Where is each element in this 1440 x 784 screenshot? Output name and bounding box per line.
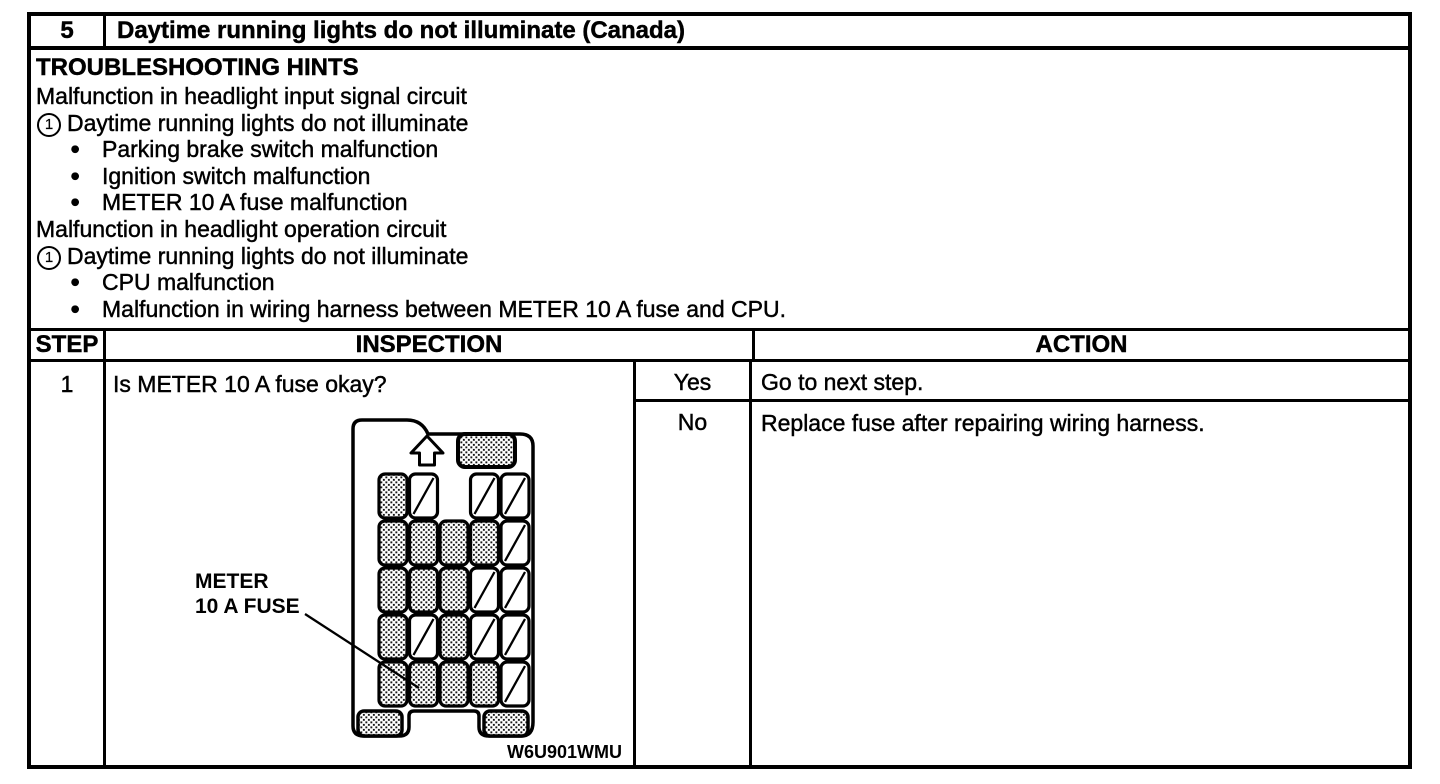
up-arrow-icon	[409, 434, 445, 467]
hint-line: METER 10 A fuse malfunction	[36, 189, 1408, 216]
circled-number-icon: 1	[37, 245, 61, 270]
hint-line: CPU malfunction	[36, 269, 1408, 296]
item-number: 5	[31, 16, 106, 46]
inspection-question: Is METER 10 A fuse okay?	[113, 371, 387, 397]
fuse-label-line1: METER	[195, 570, 269, 593]
hint-line: Malfunction in headlight input signal ci…	[36, 83, 1408, 110]
action-column-header: ACTION	[1035, 331, 1128, 358]
fuse-box-figure: METER 10 A FUSE W6U901WMU	[195, 418, 622, 762]
answer-yes-cell: Yes	[636, 362, 752, 402]
step-column-header: STEP	[31, 331, 106, 359]
hint-text: Daytime running lights do not illuminate	[67, 242, 469, 269]
result-grid: Yes Go to next step. No Replace fuse aft…	[636, 362, 1408, 765]
inspection-column-header: INSPECTION	[106, 331, 755, 359]
item-header-row: 5 Daytime running lights do not illumina…	[31, 16, 1408, 50]
item-title: Daytime running lights do not illuminate…	[117, 17, 686, 44]
hint-line: Malfunction in headlight operation circu…	[36, 216, 1408, 243]
hint-text: Malfunction in wiring harness between ME…	[102, 295, 786, 322]
inspection-cell: Is METER 10 A fuse okay?	[106, 362, 636, 765]
hints-heading: TROUBLESHOOTING HINTS	[36, 54, 359, 81]
hint-line: Malfunction in wiring harness between ME…	[36, 296, 1408, 323]
hint-text: Ignition switch malfunction	[102, 162, 371, 189]
label-leader-line	[304, 613, 420, 689]
hint-text: Parking brake switch malfunction	[102, 136, 439, 163]
troubleshooting-table: 5 Daytime running lights do not illumina…	[27, 12, 1412, 769]
fuse-grid	[356, 432, 531, 738]
hint-text: Malfunction in headlight input signal ci…	[36, 83, 467, 109]
action-yes-cell: Go to next step.	[752, 362, 1408, 402]
troubleshooting-hints-section: TROUBLESHOOTING HINTS Malfunction in hea…	[31, 50, 1408, 331]
hint-text: Malfunction in headlight operation circu…	[36, 215, 447, 242]
table-row: 1 Is METER 10 A fuse okay?	[31, 362, 1408, 765]
answer-no-cell: No	[636, 402, 752, 765]
circled-number-icon: 1	[37, 112, 61, 137]
hint-line: Ignition switch malfunction	[36, 163, 1408, 190]
figure-code: W6U901WMU	[507, 742, 622, 762]
action-no-cell: Replace fuse after repairing wiring harn…	[761, 410, 1205, 436]
hint-text: Daytime running lights do not illuminate	[67, 109, 469, 136]
hint-line: Parking brake switch malfunction	[36, 136, 1408, 163]
step-cell: 1	[31, 362, 106, 765]
hint-text: METER 10 A fuse malfunction	[102, 189, 408, 216]
fuse-label-line2: 10 A FUSE	[195, 595, 300, 618]
hint-text: CPU malfunction	[102, 269, 275, 296]
table-header-row: STEP INSPECTION ACTION	[31, 331, 1408, 362]
